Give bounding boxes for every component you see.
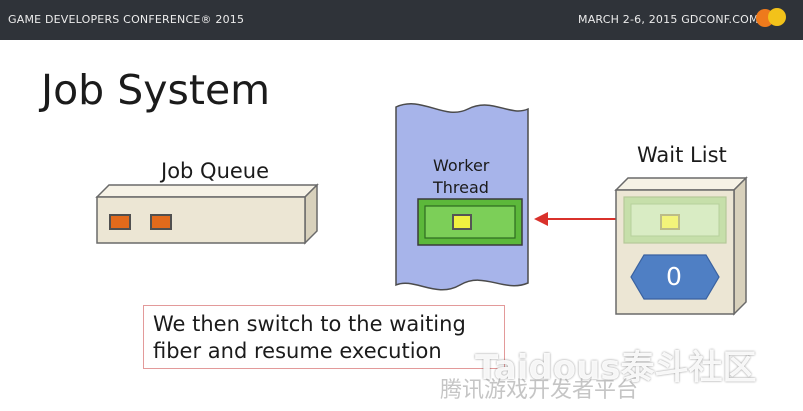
queued-job-1 (109, 214, 131, 230)
wait-counter-value: 0 (666, 262, 682, 291)
wait-list-label: Wait List (637, 143, 727, 167)
slide-title: Job System (41, 66, 271, 114)
resume-arrow (534, 212, 622, 226)
job-queue-box (95, 183, 319, 245)
caption-box: We then switch to the waiting fiber and … (143, 305, 505, 369)
watermark-subtitle: 腾讯游戏开发者平台 (440, 378, 639, 403)
worker-label-line2: Thread (433, 178, 489, 197)
queued-job-2 (150, 214, 172, 230)
conference-name: GAME DEVELOPERS CONFERENCE® 2015 (8, 13, 245, 26)
wait-counter-hexagon (630, 254, 720, 300)
caption-line-2: fiber and resume execution (153, 339, 442, 363)
running-job (452, 214, 472, 230)
watermark-brand: Taidous泰斗社区 (475, 348, 757, 388)
waiting-job-faded (660, 214, 680, 230)
caption-line-1: We then switch to the waiting (153, 312, 466, 336)
job-queue-label: Job Queue (161, 159, 270, 183)
gdc-logo-yellow-dot (768, 8, 786, 26)
conference-date-site: MARCH 2-6, 2015 GDCONF.COM (578, 13, 759, 26)
conference-header-bar: GAME DEVELOPERS CONFERENCE® 2015 MARCH 2… (0, 0, 803, 40)
worker-label-line1: Worker (433, 156, 490, 175)
